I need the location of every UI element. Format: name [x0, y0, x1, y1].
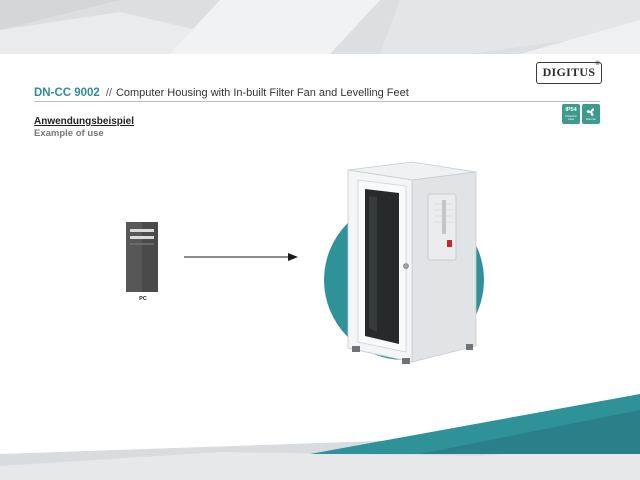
ip-rating-caption: Protection class — [565, 115, 577, 121]
feature-badges: IP54 Protection class Filter fan — [562, 104, 600, 126]
header-divider — [34, 101, 600, 102]
section-heading-de: Anwendungsbeispiel — [34, 116, 135, 127]
model-number: DN-CC 9002 — [34, 87, 100, 99]
ip54-shield-icon: IP54 Protection class — [562, 104, 580, 124]
product-title: Computer Housing with In-built Filter Fa… — [115, 87, 409, 99]
arrow-right-icon — [184, 253, 298, 261]
section-heading-en: Example of use — [34, 128, 104, 139]
pc-label: PC — [139, 296, 147, 302]
header-separator: // — [105, 87, 112, 99]
brand-name: DIGITUS — [542, 65, 596, 79]
computer-cabinet-image — [347, 161, 477, 364]
fan-icon: Filter fan — [582, 104, 600, 124]
registered-mark: ® — [595, 61, 600, 67]
fan-glyph — [586, 108, 594, 117]
product-header: DN-CC 9002 //Computer Housing with In-bui… — [34, 86, 409, 100]
digitus-logo: DIGITUS ® — [536, 61, 602, 84]
bottom-decor-band — [0, 392, 640, 480]
pc-tower-icon — [126, 222, 158, 292]
ip-rating-label: IP54 — [565, 107, 577, 113]
fan-caption: Filter fan — [585, 118, 597, 121]
top-decor-band — [0, 0, 640, 54]
